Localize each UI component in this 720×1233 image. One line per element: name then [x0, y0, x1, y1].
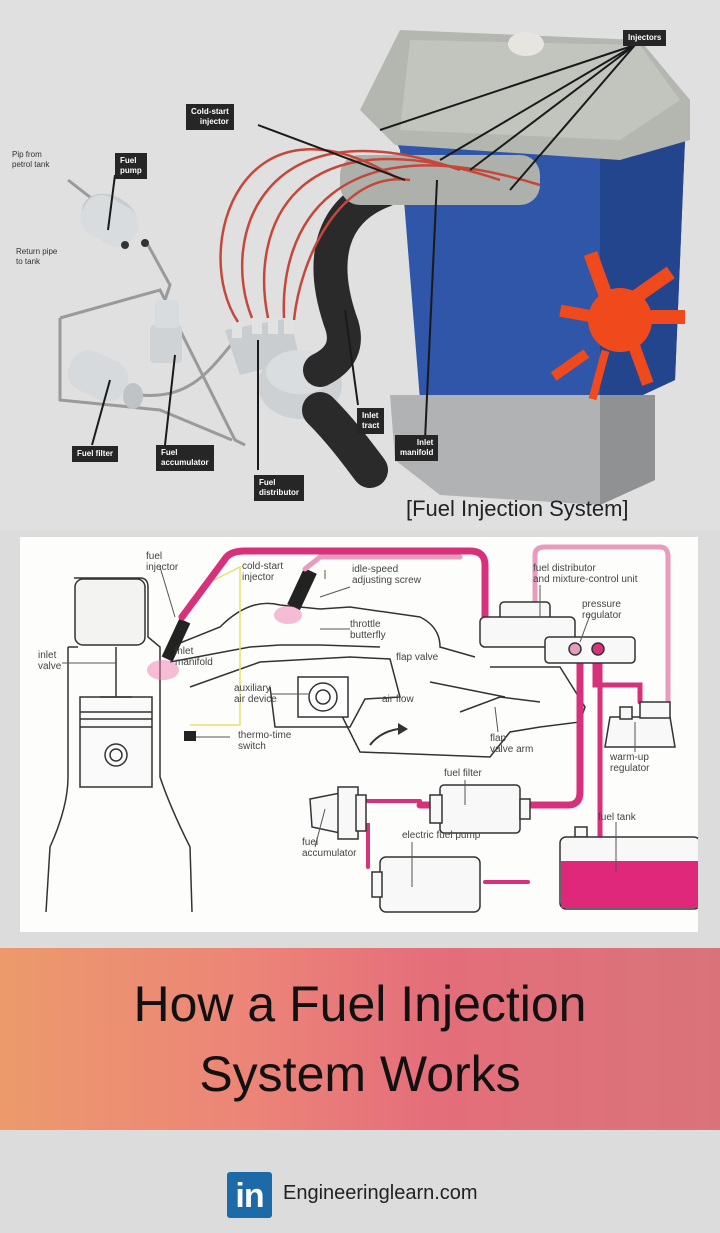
- schematic-leader-lines: [62, 566, 636, 887]
- schematic-artwork: [45, 544, 698, 913]
- air-intake-hose: [303, 173, 402, 387]
- air-filter-housing: [74, 578, 146, 646]
- fuel-accumulator-part: [309, 786, 367, 840]
- auxiliary-air-device-part: [297, 676, 349, 718]
- cooling-fan: [550, 251, 685, 401]
- linkedin-icon[interactable]: in: [227, 1172, 272, 1218]
- engine-cylinder: [45, 577, 193, 913]
- label-pressure-regulator: pressure regulator: [582, 599, 622, 621]
- label-cold-start-injector: cold-start injector: [242, 561, 284, 583]
- warm-up-regulator-part: [604, 701, 676, 748]
- label-inlet-valve: inlet valve: [38, 650, 62, 672]
- engine-block: [340, 30, 690, 505]
- fuel-distributor-unit: [479, 601, 636, 664]
- label-auxiliary-air-device: auxiliary air device: [234, 683, 277, 705]
- label-fuel-tank: fuel tank: [598, 812, 636, 823]
- label-fuel-accumulator: Fuel accumulator: [156, 445, 214, 471]
- label-fuel-filter: fuel filter: [444, 768, 482, 779]
- label-cold-start-injector: Cold-start injector: [186, 104, 234, 130]
- label-inlet-tract: Inlet tract: [357, 408, 385, 434]
- label-flap-valve-arm: flap valve arm: [490, 733, 534, 755]
- label-pipe-from-tank: Pip from petrol tank: [12, 150, 50, 169]
- fuel-filter-part: [67, 350, 143, 409]
- illustration-caption: [Fuel Injection System]: [406, 496, 629, 521]
- label-flap-valve: flap valve: [396, 652, 439, 663]
- fuel-pipes: [58, 178, 246, 447]
- fuel-accumulator-part: [150, 300, 182, 363]
- label-fuel-distributor-unit: fuel distributor and mixture-control uni…: [533, 563, 638, 585]
- fuel-lines: [178, 544, 671, 884]
- banner-title-line-2: System Works: [199, 1046, 521, 1102]
- banner-title-line-1: How a Fuel Injection: [133, 976, 587, 1032]
- label-throttle-butterfly: throttle butterfly: [350, 619, 386, 641]
- fuel-injection-illustration: Pip from petrol tank Return pipe to tank…: [0, 0, 720, 530]
- site-link[interactable]: Engineeringlearn.com: [283, 1182, 478, 1204]
- footer: [0, 1130, 720, 1233]
- label-idle-speed-screw: idle-speed adjusting screw: [352, 564, 421, 586]
- air-flow-arrow: [369, 728, 399, 746]
- label-fuel-accumulator: fuel accumulator: [302, 837, 357, 859]
- inlet-manifold-duct: [169, 602, 586, 758]
- label-return-pipe: Return pipe to tank: [16, 247, 58, 266]
- label-air-flow: air flow: [382, 694, 414, 705]
- cold-start-injector-part: [274, 567, 317, 624]
- fuel-filter-part: [429, 784, 531, 834]
- fuel-injector-part: [147, 618, 191, 680]
- label-warm-up-regulator: warm-up regulator: [610, 752, 650, 774]
- label-fuel-filter: Fuel filter: [72, 446, 119, 462]
- label-thermo-time-switch: thermo-time switch: [238, 730, 292, 752]
- thermo-time-switch-part: [184, 731, 196, 741]
- label-inlet-manifold: Inlet manifold: [395, 435, 439, 461]
- label-injectors: Injectors: [623, 30, 667, 46]
- title-banner: How a Fuel Injection System Works: [0, 948, 720, 1130]
- label-electric-fuel-pump: electric fuel pump: [402, 830, 481, 841]
- fuel-tank-part: [559, 826, 698, 910]
- label-fuel-injector: fuel injector: [146, 551, 179, 573]
- leader-lines: [91, 44, 636, 470]
- label-fuel-pump: Fuel pump: [115, 153, 147, 179]
- thermo-time-wire: [190, 565, 241, 726]
- illustration-artwork: [58, 30, 690, 505]
- inlet-tract-hose: [302, 392, 388, 488]
- electric-fuel-pump-part: [371, 856, 481, 913]
- injector-wires: [219, 148, 541, 323]
- fuel-injection-schematic: fuel injector cold-start injector idle-s…: [20, 537, 698, 932]
- label-inlet-manifold: inlet manifold: [175, 646, 213, 668]
- label-fuel-distributor: Fuel distributor: [254, 475, 304, 501]
